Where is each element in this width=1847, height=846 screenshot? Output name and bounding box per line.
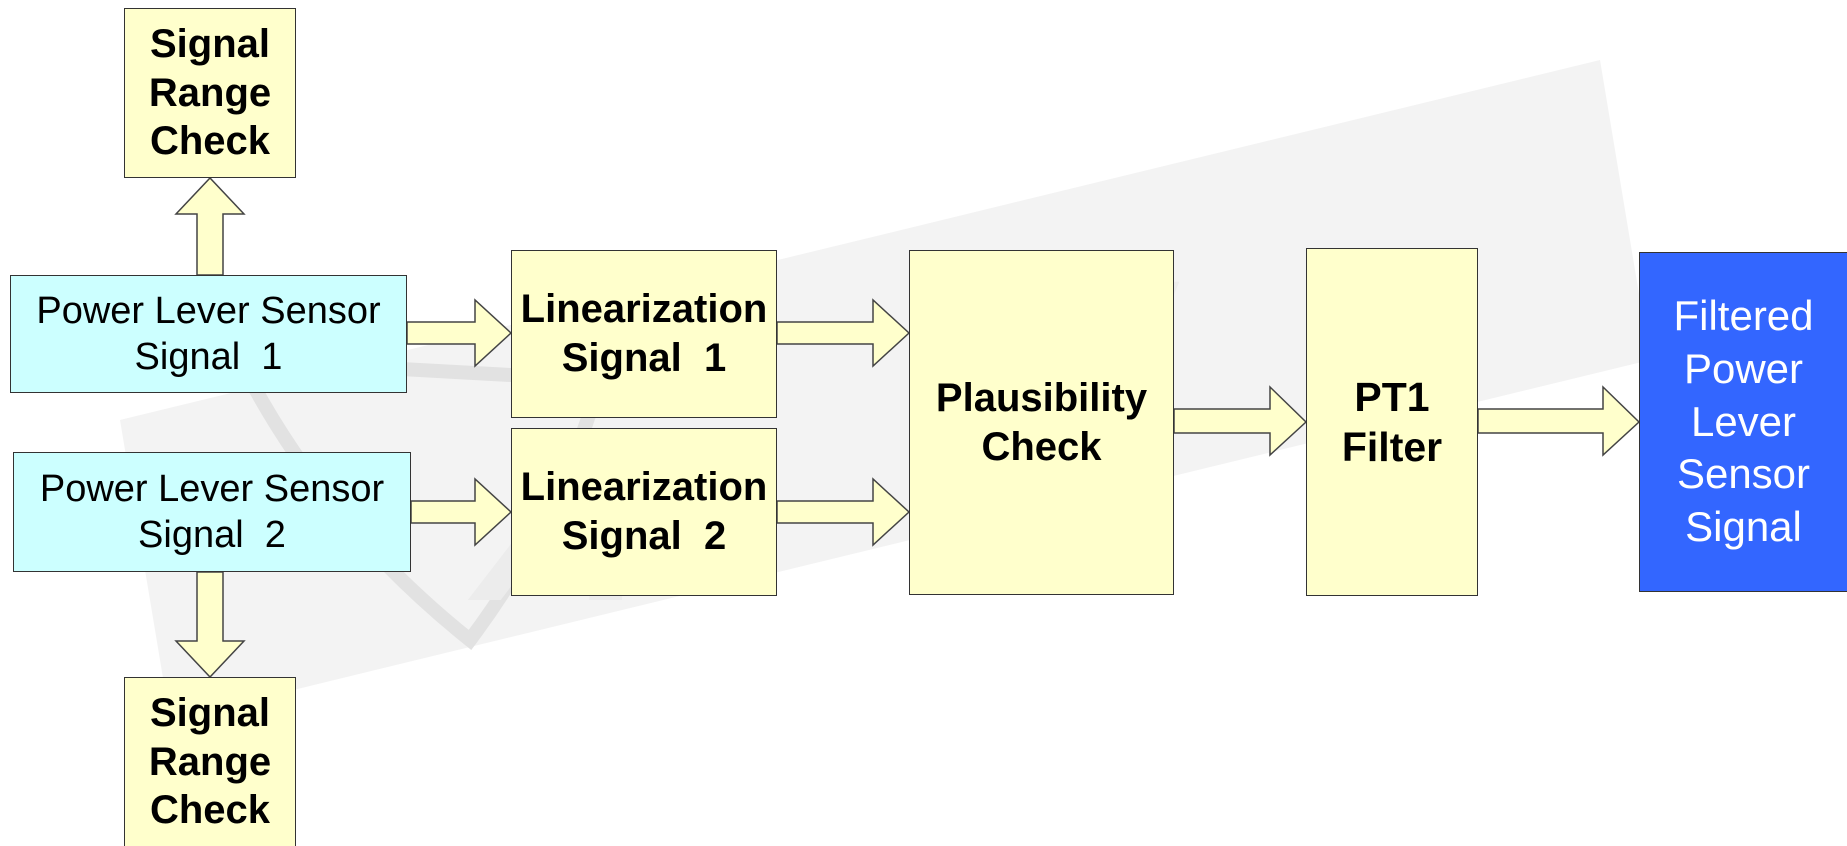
output-line-5: Signal: [1685, 503, 1802, 551]
output-line-1: Filtered: [1673, 291, 1814, 339]
pt1-line-1: PT1: [1354, 373, 1430, 420]
arrow-linearization2-to-plausibility: [776, 477, 911, 547]
signal-range-check-bottom: Signal Range Check: [124, 677, 296, 846]
input-2-line-1: Power Lever Sensor: [39, 467, 385, 510]
pt1-line-2: Filter: [1341, 424, 1443, 470]
output-line-4: Sensor: [1676, 450, 1811, 498]
range-check-top-line-3: Check: [149, 119, 271, 164]
range-check-top-line-1: Signal: [149, 21, 271, 66]
input-1-line-1: Power Lever Sensor: [36, 289, 381, 332]
range-check-bottom-line-3: Check: [149, 788, 271, 833]
input-2-line-2: Signal 2: [138, 514, 286, 556]
arrow-plausibility-to-pt1: [1173, 385, 1308, 457]
plausibility-check: Plausibility Check: [909, 250, 1174, 595]
linearization-1-line-1: Linearization: [520, 287, 768, 332]
signal-range-check-top: Signal Range Check: [124, 8, 296, 178]
filtered-power-lever-sensor-signal: Filtered Power Lever Sensor Signal: [1639, 252, 1847, 592]
range-check-bottom-line-2: Range: [148, 739, 272, 784]
arrow-input1-to-range-check: [174, 176, 246, 276]
arrow-linearization1-to-plausibility: [776, 298, 911, 368]
input-1-line-2: Signal 1: [134, 336, 283, 378]
power-lever-sensor-signal-1: Power Lever Sensor Signal 1: [10, 275, 407, 393]
linearization-signal-1: Linearization Signal 1: [511, 250, 777, 418]
linearization-2-line-2: Signal 2: [561, 514, 727, 558]
pt1-filter: PT1 Filter: [1306, 248, 1478, 596]
range-check-bottom-line-1: Signal: [149, 690, 271, 735]
linearization-signal-2: Linearization Signal 2: [511, 428, 777, 596]
arrow-input2-to-range-check: [174, 571, 246, 679]
plausibility-line-2: Check: [981, 424, 1102, 469]
arrow-input2-to-linearization2: [410, 477, 513, 547]
plausibility-line-1: Plausibility: [935, 375, 1148, 420]
output-line-3: Lever: [1690, 397, 1797, 445]
output-line-2: Power: [1683, 344, 1804, 392]
arrow-input1-to-linearization1: [406, 298, 513, 368]
power-lever-sensor-signal-2: Power Lever Sensor Signal 2: [13, 452, 411, 572]
arrow-pt1-to-output: [1477, 385, 1641, 457]
linearization-1-line-2: Signal 1: [561, 336, 727, 380]
range-check-top-line-2: Range: [148, 70, 272, 115]
linearization-2-line-1: Linearization: [520, 465, 768, 510]
